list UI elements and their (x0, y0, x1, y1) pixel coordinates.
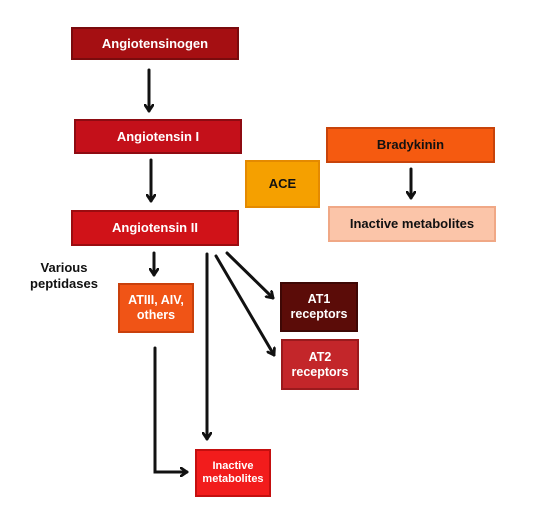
node-ace: ACE (245, 160, 320, 208)
node-inactive-metabolites-angiotensin: Inactive metabolites (195, 449, 271, 497)
node-bradykinin-label: Bradykinin (376, 137, 445, 153)
node-angiotensin-1-label: Angiotensin I (116, 128, 200, 144)
arrow-angiotensin-2-to-at2 (214, 254, 274, 357)
node-angiotensinogen-label: Angiotensinogen (101, 35, 209, 51)
node-inactive-metabolites-bradykinin: Inactive metabolites (328, 206, 496, 242)
node-at1-receptors: AT1 receptors (280, 282, 358, 332)
node-bradykinin: Bradykinin (326, 127, 495, 163)
node-angiotensin-2-label: Angiotensin II (112, 220, 198, 236)
node-atiii-aiv-others: ATIII, AIV, others (118, 283, 194, 333)
node-angiotensin-1: Angiotensin I (74, 119, 242, 154)
node-at1-receptors-label: AT1 receptors (290, 292, 348, 321)
arrow-angiotensin-2-to-at1 (225, 251, 275, 300)
node-inactive-metabolites-bradykinin-label: Inactive metabolites (349, 216, 475, 232)
label-various-peptidases: Various peptidases (30, 260, 98, 292)
node-angiotensin-2: Angiotensin II (71, 210, 239, 246)
node-at2-receptors-label: AT2 receptors (291, 349, 349, 379)
node-atiii-aiv-others-label: ATIII, AIV, others (128, 293, 184, 322)
node-angiotensinogen: Angiotensinogen (71, 27, 239, 60)
arrow-atiii-to-inactive-metabolites (153, 346, 189, 472)
node-at2-receptors: AT2 receptors (281, 339, 359, 390)
node-inactive-metabolites-angiotensin-label: Inactive metabolites (202, 459, 264, 485)
node-ace-label: ACE (268, 176, 297, 192)
